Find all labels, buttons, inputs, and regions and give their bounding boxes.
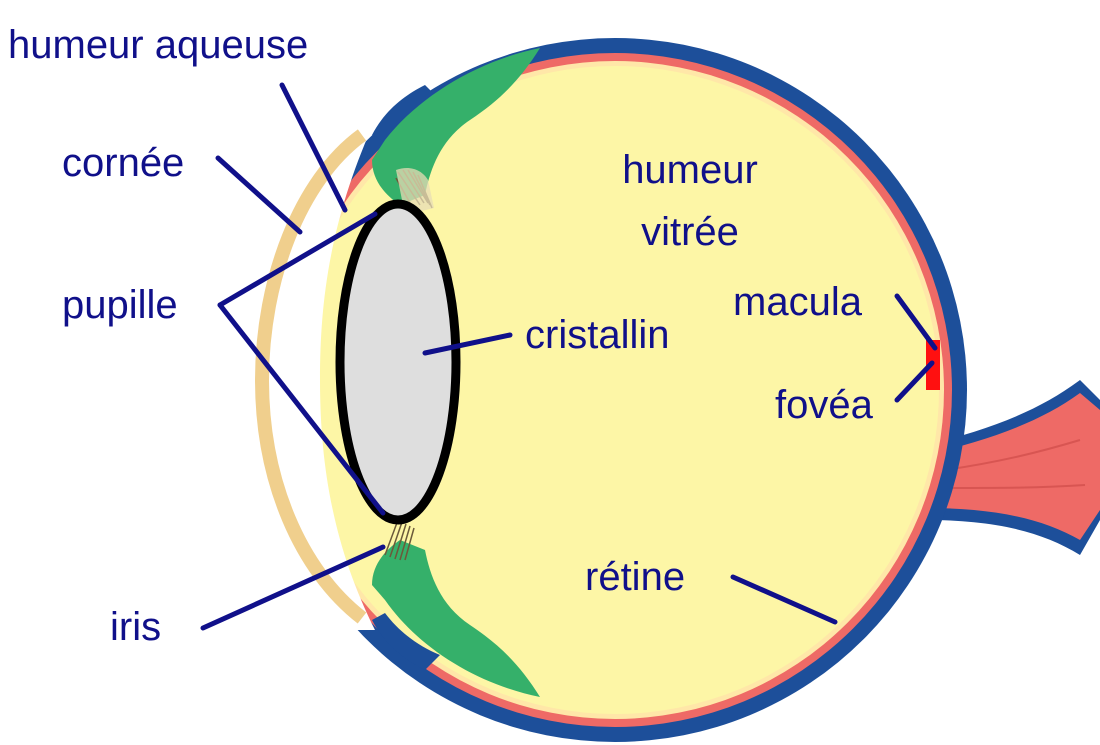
label-iris: iris [110, 605, 161, 649]
label-vitreous-line2: vitrée [641, 210, 739, 254]
label-pupil: pupille [62, 283, 178, 327]
label-lens: cristallin [525, 313, 669, 357]
label-fovea: fovéa [775, 383, 874, 427]
label-cornea: cornée [62, 141, 184, 185]
lens [340, 204, 456, 520]
label-retina: rétine [585, 555, 685, 599]
label-vitreous-line1: humeur [622, 148, 758, 192]
label-macula: macula [733, 280, 863, 324]
label-aqueous-humor: humeur aqueuse [8, 23, 308, 67]
